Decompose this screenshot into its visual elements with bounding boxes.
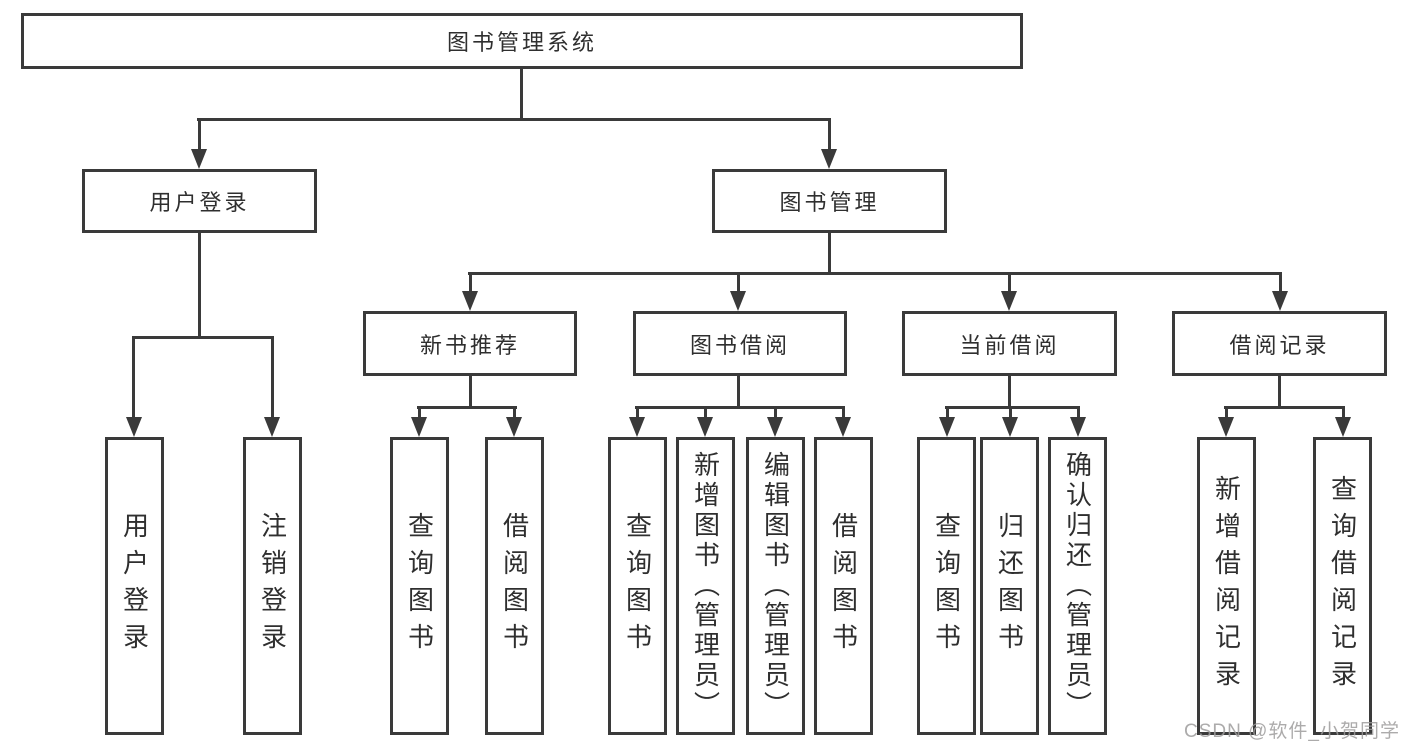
node-leaf-query-borrow-record-label: 查询借阅记录 [1327, 475, 1358, 697]
node-leaf-logout: 注销登录 [243, 437, 302, 735]
connector-drop [946, 408, 949, 420]
connector-drop-borrowing [737, 274, 740, 294]
node-leaf-add-books-admin: 新增图书（管理员） [676, 437, 735, 735]
node-leaf-edit-books-admin-label: 编辑图书（管理员） [760, 451, 791, 721]
node-new-book-rec: 新书推荐 [363, 311, 577, 376]
arrow-down-icon [462, 291, 478, 311]
arrow-down-icon [506, 417, 522, 437]
node-leaf-logout-label: 注销登录 [257, 512, 288, 660]
connector-drop-leaf-login [132, 338, 135, 420]
connector-drop-book-mgmt [828, 120, 831, 152]
arrow-down-icon [126, 417, 142, 437]
arrow-down-icon [1218, 417, 1234, 437]
node-leaf-confirm-return-admin: 确认归还（管理员） [1048, 437, 1107, 735]
connector-drop [1225, 408, 1228, 420]
connector-borrowing-bar [635, 406, 845, 409]
node-leaf-confirm-return-admin-label: 确认归还（管理员） [1062, 451, 1093, 721]
arrow-down-icon [1070, 417, 1086, 437]
arrow-down-icon [264, 417, 280, 437]
connector-borrowing-stem [737, 376, 740, 409]
node-leaf-cur-query-books: 查询图书 [917, 437, 976, 735]
node-new-book-rec-label: 新书推荐 [419, 332, 520, 358]
node-leaf-add-borrow-record: 新增借阅记录 [1197, 437, 1256, 735]
node-book-mgmt-label: 图书管理 [779, 190, 880, 215]
arrow-down-icon [767, 417, 783, 437]
connector-records-bar [1224, 406, 1345, 409]
arrow-down-icon [629, 417, 645, 437]
arrow-down-icon [1272, 291, 1288, 311]
node-book-borrowing: 图书借阅 [633, 311, 847, 376]
node-leaf-rec-query-books: 查询图书 [390, 437, 449, 735]
arrow-down-icon [1002, 417, 1018, 437]
node-root-library-system: 图书管理系统 [21, 13, 1023, 69]
connector-drop [1077, 408, 1080, 420]
node-leaf-bor-query-books: 查询图书 [608, 437, 667, 735]
node-leaf-add-borrow-record-label: 新增借阅记录 [1211, 475, 1242, 697]
connector-book-mgmt-bar [468, 272, 1282, 275]
connector-drop-new-book [469, 274, 472, 294]
arrow-down-icon [411, 417, 427, 437]
node-leaf-user-login: 用户登录 [105, 437, 164, 735]
connector-drop [636, 408, 639, 420]
node-current-borrowing-label: 当前借阅 [959, 332, 1060, 358]
node-borrowing-records-label: 借阅记录 [1229, 332, 1330, 358]
connector-drop-records [1279, 274, 1282, 294]
connector-current-stem [1008, 376, 1011, 409]
connector-new-book-bar [417, 406, 517, 409]
node-leaf-bor-borrow-books-label: 借阅图书 [828, 512, 859, 660]
node-current-borrowing: 当前借阅 [902, 311, 1117, 376]
node-leaf-edit-books-admin: 编辑图书（管理员） [746, 437, 805, 735]
connector-user-login-stem [198, 233, 201, 338]
connector-drop [418, 408, 421, 420]
connector-records-stem [1278, 376, 1281, 409]
node-user-login: 用户登录 [82, 169, 317, 233]
node-borrowing-records: 借阅记录 [1172, 311, 1387, 376]
node-leaf-add-books-admin-label: 新增图书（管理员） [690, 451, 721, 721]
connector-new-book-stem [469, 376, 472, 409]
node-leaf-rec-borrow-books-label: 借阅图书 [499, 512, 530, 660]
node-leaf-rec-borrow-books: 借阅图书 [485, 437, 544, 735]
csdn-watermark: CSDN @软件_小贺同学 [1184, 721, 1400, 742]
connector-drop [1342, 408, 1345, 420]
node-book-borrowing-label: 图书借阅 [689, 332, 790, 358]
connector-root-stem [520, 69, 523, 120]
arrow-down-icon [191, 149, 207, 169]
connector-drop [513, 408, 516, 420]
arrow-down-icon [697, 417, 713, 437]
node-leaf-rec-query-books-label: 查询图书 [404, 512, 435, 660]
node-leaf-bor-query-books-label: 查询图书 [622, 512, 653, 660]
connector-drop [1009, 408, 1012, 420]
connector-current-bar [945, 406, 1080, 409]
connector-root-bar [197, 118, 831, 121]
arrow-down-icon [1335, 417, 1351, 437]
arrow-down-icon [939, 417, 955, 437]
node-root-label: 图书管理系统 [446, 30, 597, 55]
connector-drop-user-login [198, 120, 201, 152]
connector-drop [774, 408, 777, 420]
node-user-login-label: 用户登录 [149, 190, 250, 215]
node-leaf-cur-query-books-label: 查询图书 [931, 512, 962, 660]
connector-user-login-bar [132, 336, 274, 339]
node-leaf-return-books: 归还图书 [980, 437, 1039, 735]
node-leaf-user-login-label: 用户登录 [119, 512, 150, 660]
arrow-down-icon [821, 149, 837, 169]
node-book-mgmt: 图书管理 [712, 169, 947, 233]
connector-drop [704, 408, 707, 420]
connector-drop [842, 408, 845, 420]
connector-drop-leaf-logout [271, 338, 274, 420]
node-leaf-bor-borrow-books: 借阅图书 [814, 437, 873, 735]
arrow-down-icon [835, 417, 851, 437]
connector-book-mgmt-stem [828, 233, 831, 274]
node-leaf-return-books-label: 归还图书 [994, 512, 1025, 660]
arrow-down-icon [1001, 291, 1017, 311]
connector-drop-current [1008, 274, 1011, 294]
arrow-down-icon [730, 291, 746, 311]
node-leaf-query-borrow-record: 查询借阅记录 [1313, 437, 1372, 735]
